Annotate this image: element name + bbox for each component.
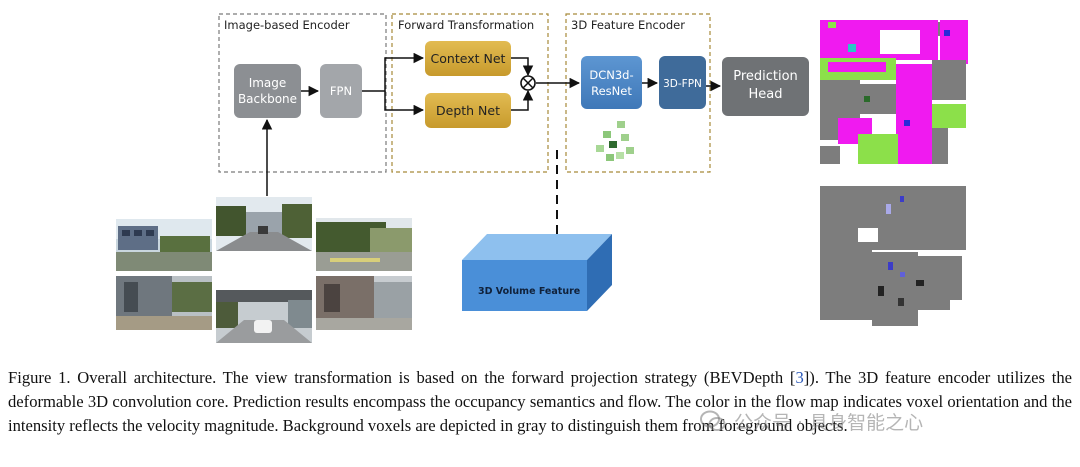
image-backbone-label-2: Backbone: [238, 92, 297, 106]
citation-link[interactable]: 3: [795, 368, 804, 387]
fpn3d-box: [659, 56, 706, 109]
camera-image-back-left: [116, 276, 212, 330]
image-encoder-group: [218, 13, 387, 173]
prediction-head-label-2: Head: [749, 87, 783, 102]
multiply-node: [520, 75, 536, 91]
dcn3d-resnet-box: [581, 56, 642, 109]
prediction-head-label-1: Prediction: [733, 69, 798, 84]
flow-arrows: [261, 52, 722, 196]
camera-images: [116, 197, 412, 343]
feature-encoder-group: [565, 13, 711, 173]
depth-net-label: Depth Net: [436, 103, 500, 118]
camera-image-front: [216, 197, 312, 251]
camera-image-back: [216, 290, 312, 343]
image-encoder-label: Image-based Encoder: [224, 18, 350, 32]
occupancy-semantics-map: [820, 20, 968, 164]
prediction-head-box: [722, 57, 809, 116]
forward-transformation-group: [391, 13, 549, 173]
dcn3d-label-1: DCN3d-: [589, 68, 633, 82]
context-net-box: [425, 41, 511, 76]
camera-image-front-right: [316, 218, 412, 271]
dcn3d-label-2: ResNet: [591, 84, 632, 98]
context-net-label: Context Net: [431, 51, 506, 66]
occupancy-flow-map: [820, 186, 966, 326]
image-backbone-box: [234, 64, 301, 118]
depth-net-box: [425, 93, 511, 128]
image-backbone-label-1: Image: [249, 76, 287, 90]
fpn-box: [320, 64, 362, 118]
volume-feature-cube: 3D Volume Feature: [462, 234, 612, 311]
feature-encoder-label: 3D Feature Encoder: [571, 18, 685, 32]
fpn3d-label: 3D-FPN: [663, 78, 702, 90]
camera-image-back-right: [316, 276, 412, 330]
architecture-diagram: Image-based Encoder Forward Transformati…: [116, 13, 968, 343]
caption-part-2: ]). The 3D feature encoder utilizes the …: [8, 368, 1072, 435]
camera-image-front-left: [116, 219, 212, 271]
voxel-cubes-icon: [596, 121, 634, 161]
caption-part-1: Figure 1. Overall architecture. The view…: [8, 368, 796, 387]
fpn-label: FPN: [330, 84, 352, 98]
figure-caption: Figure 1. Overall architecture. The view…: [8, 366, 1072, 438]
forward-transformation-label: Forward Transformation: [398, 18, 534, 32]
volume-feature-label: 3D Volume Feature: [478, 286, 580, 297]
